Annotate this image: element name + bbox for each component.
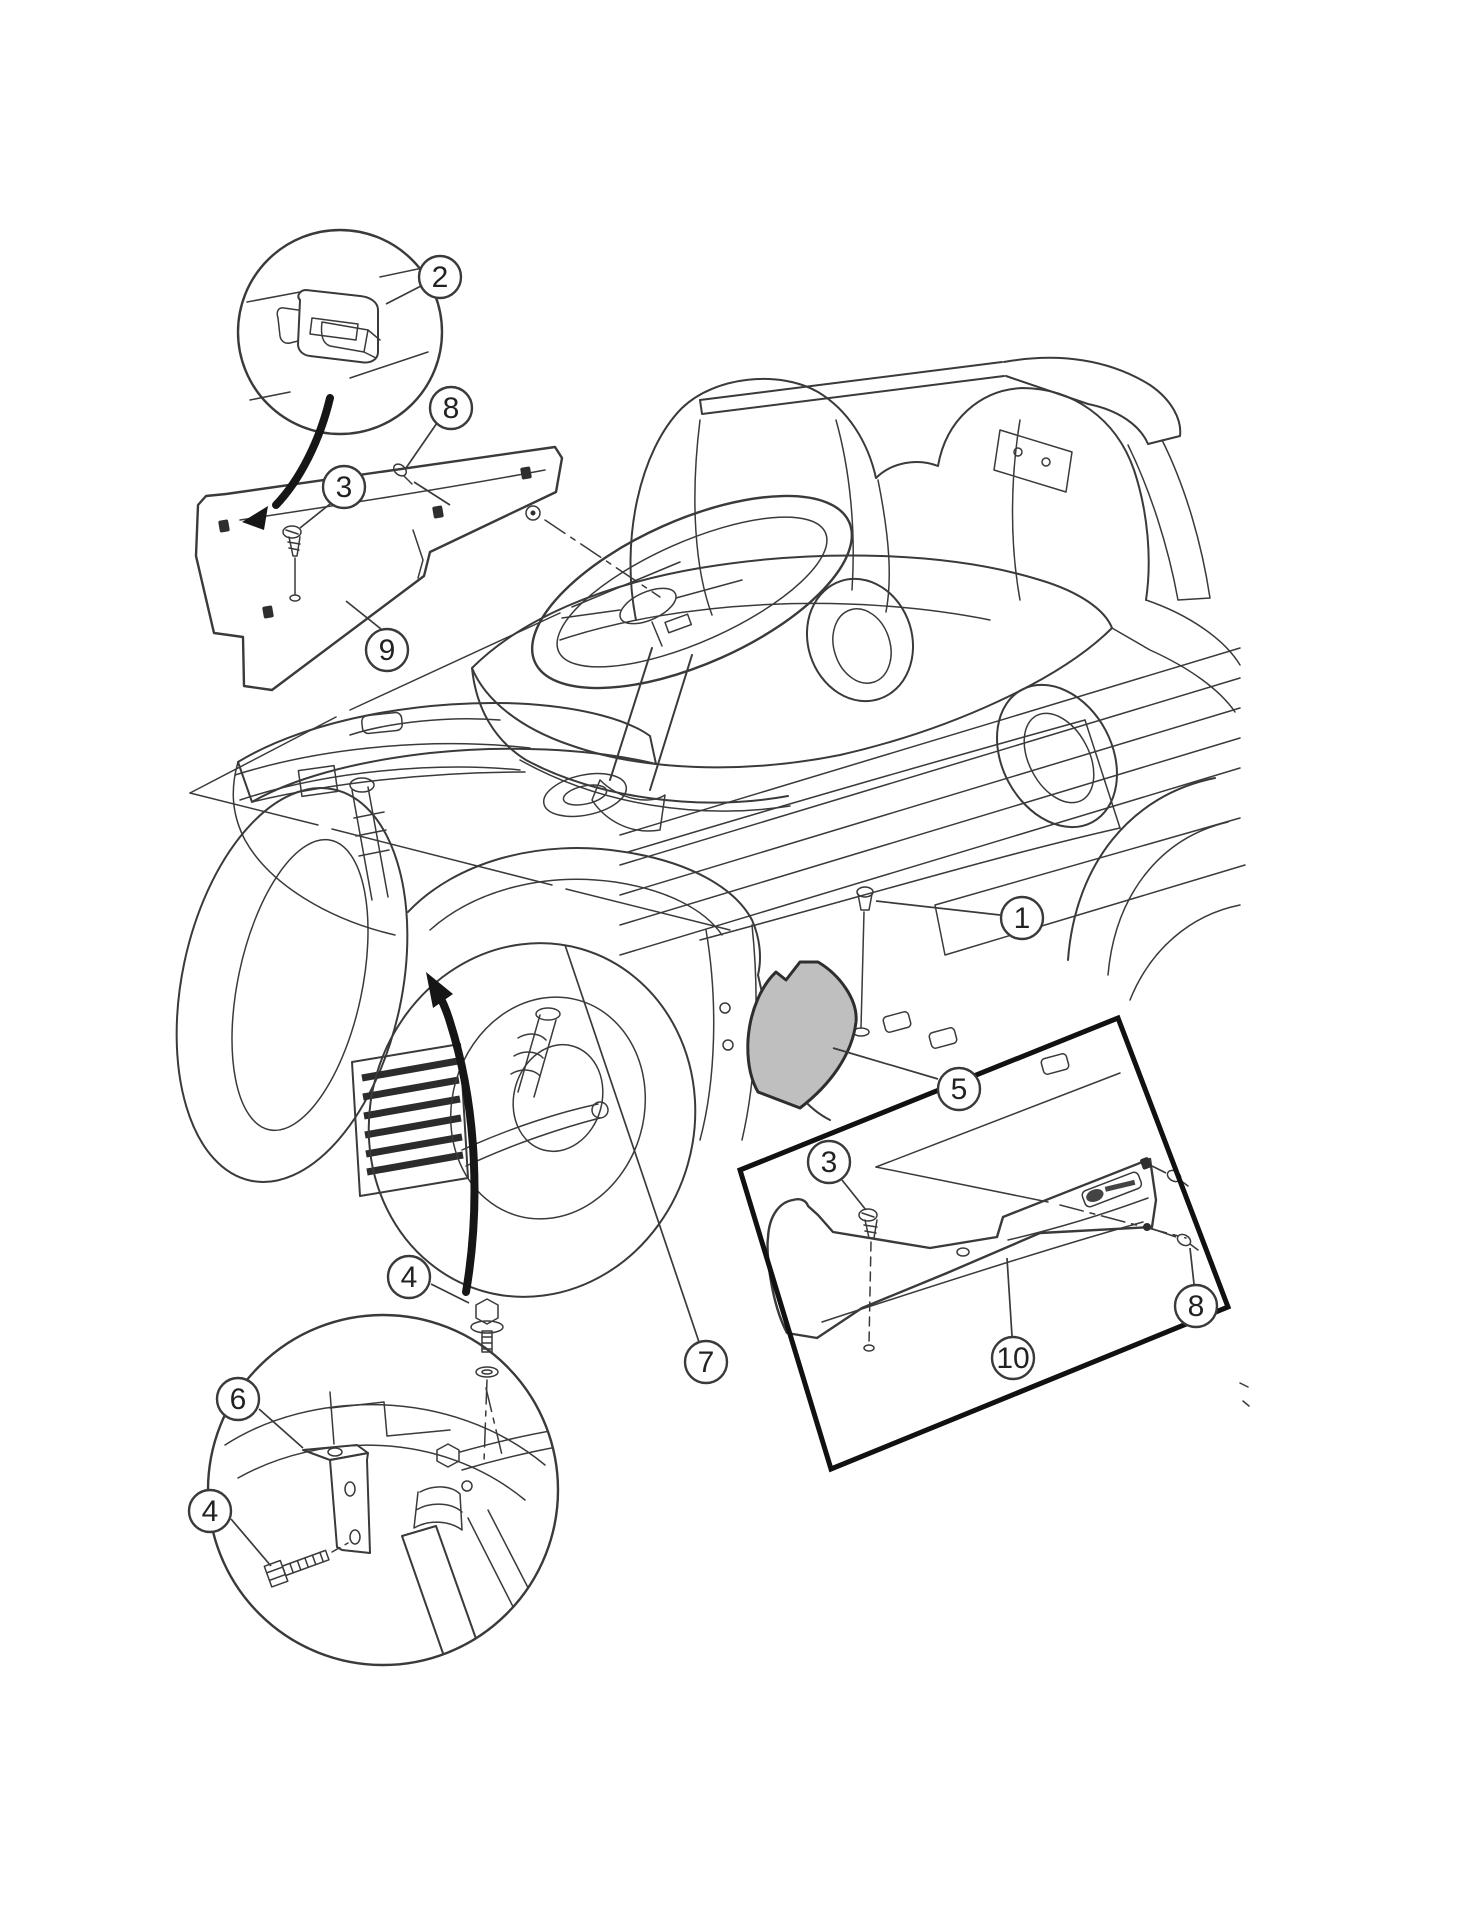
callout-7: 7 [683, 1339, 729, 1385]
bolt-part-4-lower [263, 1549, 330, 1588]
callout-2: 2 [385, 254, 463, 305]
seat-back [629, 377, 1150, 621]
rivet-part-8-upper [392, 463, 451, 506]
front-suspension [461, 1007, 609, 1167]
bracket-detail-magnifier [206, 1313, 560, 1667]
detail-arrow-bottom [426, 972, 479, 1296]
callout-3-left-label: 3 [336, 471, 353, 504]
callout-5-label: 5 [951, 1073, 968, 1106]
sill-tabs [882, 1011, 1070, 1075]
callout-4-upper: 4 [386, 1254, 470, 1304]
leader-part-7 [564, 944, 700, 1343]
callout-3-left: 3 [299, 464, 367, 529]
screw-part-3-inset [858, 1208, 878, 1352]
suspension-detail [401, 1387, 558, 1663]
callout-6-label: 6 [230, 1383, 247, 1416]
left-armrest [805, 577, 915, 703]
clip-detail-magnifier [236, 228, 444, 436]
floor-rails [619, 647, 1241, 956]
callout-7-label: 7 [698, 1346, 715, 1379]
steering-column [591, 647, 693, 832]
callout-5: 5 [832, 1047, 982, 1112]
callout-8-upper-label: 8 [443, 392, 460, 425]
dash-marks [1239, 1382, 1250, 1407]
inset-box-border [736, 1014, 1232, 1473]
alignment-plane-lines [189, 519, 731, 931]
front-left-wheel [175, 787, 409, 1183]
callout-4-lower: 4 [187, 1488, 272, 1567]
callout-4-upper-label: 4 [401, 1261, 418, 1294]
clip-part-2 [276, 289, 381, 364]
detail-arrow-top [242, 394, 334, 530]
callout-6: 6 [215, 1376, 304, 1449]
bracket-part-6 [302, 1391, 371, 1554]
screw-part-3-left [282, 525, 302, 602]
callout-3-inset: 3 [806, 1139, 867, 1211]
seat-back-rail [699, 356, 1211, 601]
callout-9-label: 9 [379, 634, 396, 667]
inset-box-group [736, 1014, 1232, 1473]
rear-body [934, 599, 1246, 1001]
callout-1-label: 1 [1014, 902, 1031, 935]
callout-1: 1 [875, 895, 1045, 941]
callout-3-inset-label: 3 [821, 1146, 838, 1179]
callout-8-upper: 8 [405, 385, 474, 469]
callout-8-inset-label: 8 [1188, 1290, 1205, 1323]
seat-bottom [471, 554, 1113, 812]
front-right-wheel [367, 942, 697, 1298]
callout-10: 10 [990, 1257, 1036, 1381]
brand-badge-icon [1081, 1171, 1143, 1208]
callout-9: 9 [345, 600, 410, 673]
vehicle-body [175, 356, 1246, 1298]
rocker-panel-right-part-10 [766, 1157, 1158, 1340]
splash-panel-part-5 [746, 960, 858, 1110]
callout-2-label: 2 [432, 261, 449, 294]
bolt-part-4-upper [470, 1298, 504, 1463]
callout-4-lower-label: 4 [202, 1495, 219, 1528]
callout-8-inset: 8 [1173, 1247, 1219, 1329]
callout-10-label: 10 [996, 1342, 1029, 1375]
steering-wheel [530, 494, 854, 690]
right-armrest [996, 683, 1118, 829]
front-frame [234, 742, 531, 901]
rocker-panel-left-part-9 [194, 445, 564, 692]
